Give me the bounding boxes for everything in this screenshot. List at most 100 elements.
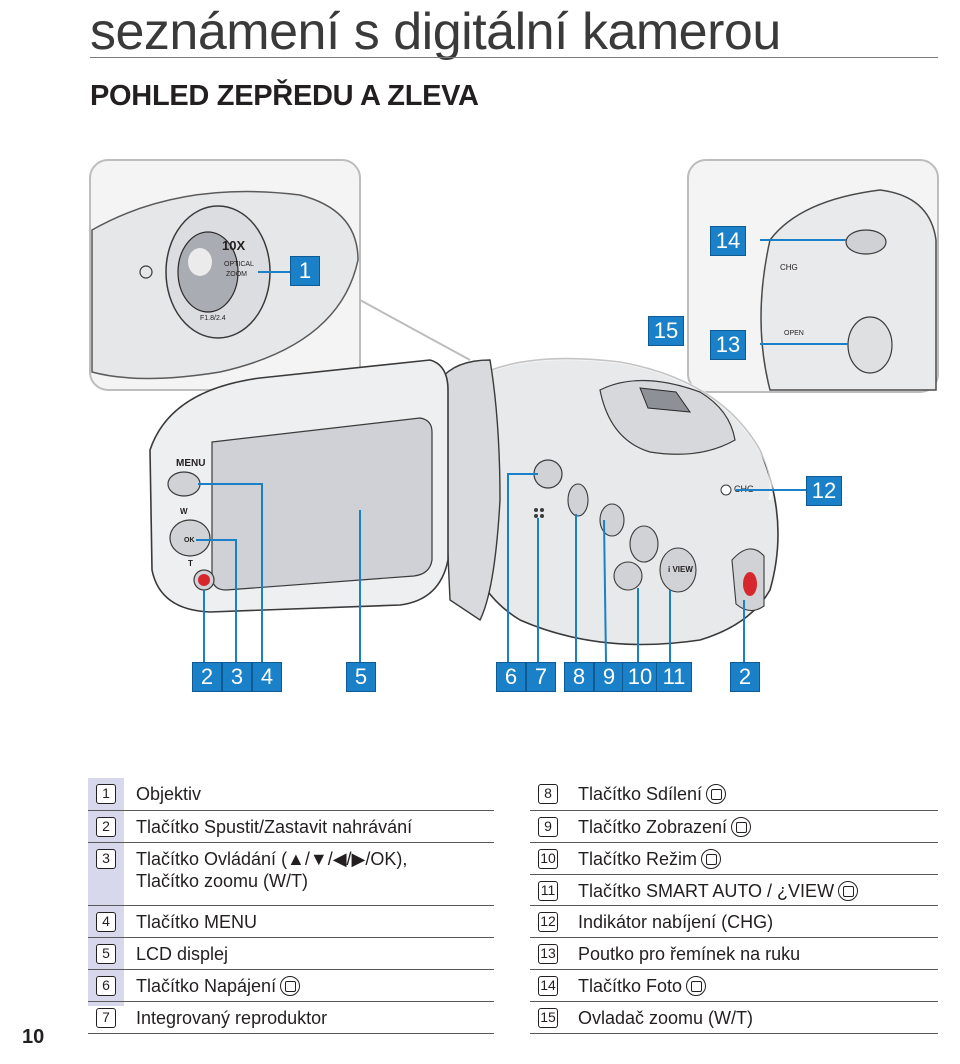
- callout-record-left: 2: [192, 662, 222, 692]
- share-icon: [706, 784, 727, 804]
- legend-item: 4 Tlačítko MENU: [88, 906, 494, 938]
- legend-number: 12: [538, 912, 558, 932]
- iview-label: i VIEW: [668, 565, 693, 574]
- legend-item: 1 Objektiv: [88, 778, 494, 811]
- callout-share: 8: [564, 662, 594, 692]
- camcorder-illustration: 10X OPTICAL ZOOM F1.8/2.4 CHG OPEN: [89, 159, 939, 663]
- legend-number: 3: [96, 849, 116, 869]
- legend-text-line1: Tlačítko Ovládání (▲/▼/◀/▶/OK),: [136, 849, 408, 869]
- legend-number: 8: [538, 784, 558, 804]
- legend-item: 15 Ovladač zoomu (W/T): [530, 1002, 938, 1034]
- callout-photo-button: 14: [710, 226, 746, 256]
- legend-item: 12 Indikátor nabíjení (CHG): [530, 906, 938, 938]
- legend-item: 3 Tlačítko Ovládání (▲/▼/◀/▶/OK), Tlačít…: [88, 843, 494, 906]
- legend-item: 9 Tlačítko Zobrazení: [530, 811, 938, 843]
- callout-speaker: 7: [526, 662, 556, 692]
- page-title: seznámení s digitální kamerou: [90, 3, 781, 61]
- legend-text-label: Tlačítko Foto: [578, 976, 683, 996]
- page-number: 10: [22, 1026, 45, 1048]
- power-button[interactable]: [533, 459, 563, 489]
- legend-text-label: Tlačítko Sdílení: [578, 784, 703, 804]
- legend-item: 6 Tlačítko Napájení: [88, 970, 494, 1002]
- legend-text-label: Tlačítko Zobrazení: [578, 817, 728, 837]
- legend-text: Tlačítko SMART AUTO / ¿VIEW: [566, 875, 938, 906]
- callout-hand-strap: 13: [710, 330, 746, 360]
- legend-number: 14: [538, 976, 558, 996]
- iview-button[interactable]: [659, 547, 697, 593]
- record-button-side[interactable]: [743, 572, 757, 596]
- legend-item: 11 Tlačítko SMART AUTO / ¿VIEW: [530, 875, 938, 906]
- legend-text: Tlačítko Ovládání (▲/▼/◀/▶/OK), Tlačítko…: [124, 843, 494, 896]
- legend-number: 11: [538, 881, 558, 901]
- legend-number: 13: [538, 944, 558, 964]
- callout-menu: 4: [252, 662, 282, 692]
- legend-item: 14 Tlačítko Foto: [530, 970, 938, 1002]
- legend-text: Tlačítko Foto: [566, 970, 938, 1001]
- legend-item: 8 Tlačítko Sdílení: [530, 778, 938, 811]
- legend-number: 4: [96, 912, 116, 932]
- mode-icon: [701, 849, 722, 869]
- legend-text: Tlačítko Napájení: [124, 970, 494, 1001]
- power-icon: [280, 976, 301, 996]
- legend-text: Poutko pro řemínek na ruku: [578, 944, 801, 964]
- legend-number: 1: [96, 784, 116, 804]
- callout-zoom-lever: 15: [648, 316, 684, 346]
- ok-label: OK: [184, 537, 195, 544]
- mode-button[interactable]: [613, 561, 643, 591]
- legend-text-label: Tlačítko SMART AUTO / ¿VIEW: [578, 881, 835, 901]
- legend-number: 10: [538, 849, 558, 869]
- top-inset: CHG OPEN: [667, 159, 939, 401]
- chg-label-inset: CHG: [780, 263, 798, 272]
- callout-charge-indicator: 12: [806, 476, 842, 506]
- legend-number: 5: [96, 944, 116, 964]
- legend-text: LCD displej: [136, 944, 229, 964]
- legend-number: 2: [96, 817, 116, 837]
- legend-left: 1 Objektiv 2 Tlačítko Spustit/Zastavit n…: [88, 778, 494, 1034]
- menu-label: MENU: [176, 458, 205, 469]
- legend-item: 5 LCD displej: [88, 938, 494, 970]
- camcorder-body: MENU OK W T i VIEW CHG: [149, 357, 779, 646]
- lens-inset: 10X OPTICAL ZOOM F1.8/2.4: [89, 159, 471, 391]
- record-button[interactable]: [198, 574, 210, 586]
- legend-text-label: Tlačítko Napájení: [136, 976, 277, 996]
- legend-item: 10 Tlačítko Režim: [530, 843, 938, 875]
- callout-record-right: 2: [730, 662, 760, 692]
- w-label: W: [180, 507, 188, 516]
- callout-mode: 10: [622, 662, 658, 692]
- legend-item: 7 Integrovaný reproduktor: [88, 1002, 494, 1034]
- lens-marking-optical: OPTICAL: [224, 261, 254, 268]
- callout-power: 6: [496, 662, 526, 692]
- camcorder-figure: 10X OPTICAL ZOOM F1.8/2.4 CHG OPEN: [0, 150, 960, 710]
- view-button[interactable]: [599, 503, 625, 537]
- menu-button[interactable]: [167, 471, 201, 497]
- legend-number: 7: [96, 1008, 116, 1028]
- legend-text: Tlačítko Sdílení: [566, 778, 938, 809]
- callout-smart-auto: 11: [656, 662, 692, 692]
- photo-button-inset: [845, 229, 887, 255]
- legend-number: 6: [96, 976, 116, 996]
- legend-text: Tlačítko MENU: [136, 912, 258, 932]
- legend-text: Ovladač zoomu (W/T): [578, 1008, 754, 1028]
- callout-control-pad: 3: [222, 662, 252, 692]
- legend-item: 2 Tlačítko Spustit/Zastavit nahrávání: [88, 811, 494, 843]
- lens-marking-zoom: 10X: [222, 238, 245, 253]
- share-button[interactable]: [567, 483, 589, 517]
- leader-lines: [196, 473, 808, 663]
- callout-lcd: 5: [346, 662, 376, 692]
- legend-text: Integrovaný reproduktor: [136, 1008, 328, 1028]
- strap-hook-inset: [847, 316, 893, 374]
- legend-text: Tlačítko Spustit/Zastavit nahrávání: [136, 817, 413, 837]
- legend-text-line2: Tlačítko zoomu (W/T): [136, 871, 309, 891]
- lens-marking-zoom-word: ZOOM: [226, 271, 247, 278]
- legend-sidebar: [88, 778, 124, 1006]
- legend-text: Indikátor nabíjení (CHG): [578, 912, 774, 932]
- photo-icon: [686, 976, 707, 996]
- smart-auto-button[interactable]: [629, 525, 659, 563]
- open-label-inset: OPEN: [784, 330, 804, 337]
- legend-item: 13 Poutko pro řemínek na ruku: [530, 938, 938, 970]
- legend-right: 8 Tlačítko Sdílení 9 Tlačítko Zobrazení …: [530, 778, 938, 1034]
- t-label: T: [188, 559, 193, 568]
- smart-auto-icon: [838, 881, 859, 901]
- view-icon: [731, 817, 752, 837]
- control-pad[interactable]: [169, 519, 211, 557]
